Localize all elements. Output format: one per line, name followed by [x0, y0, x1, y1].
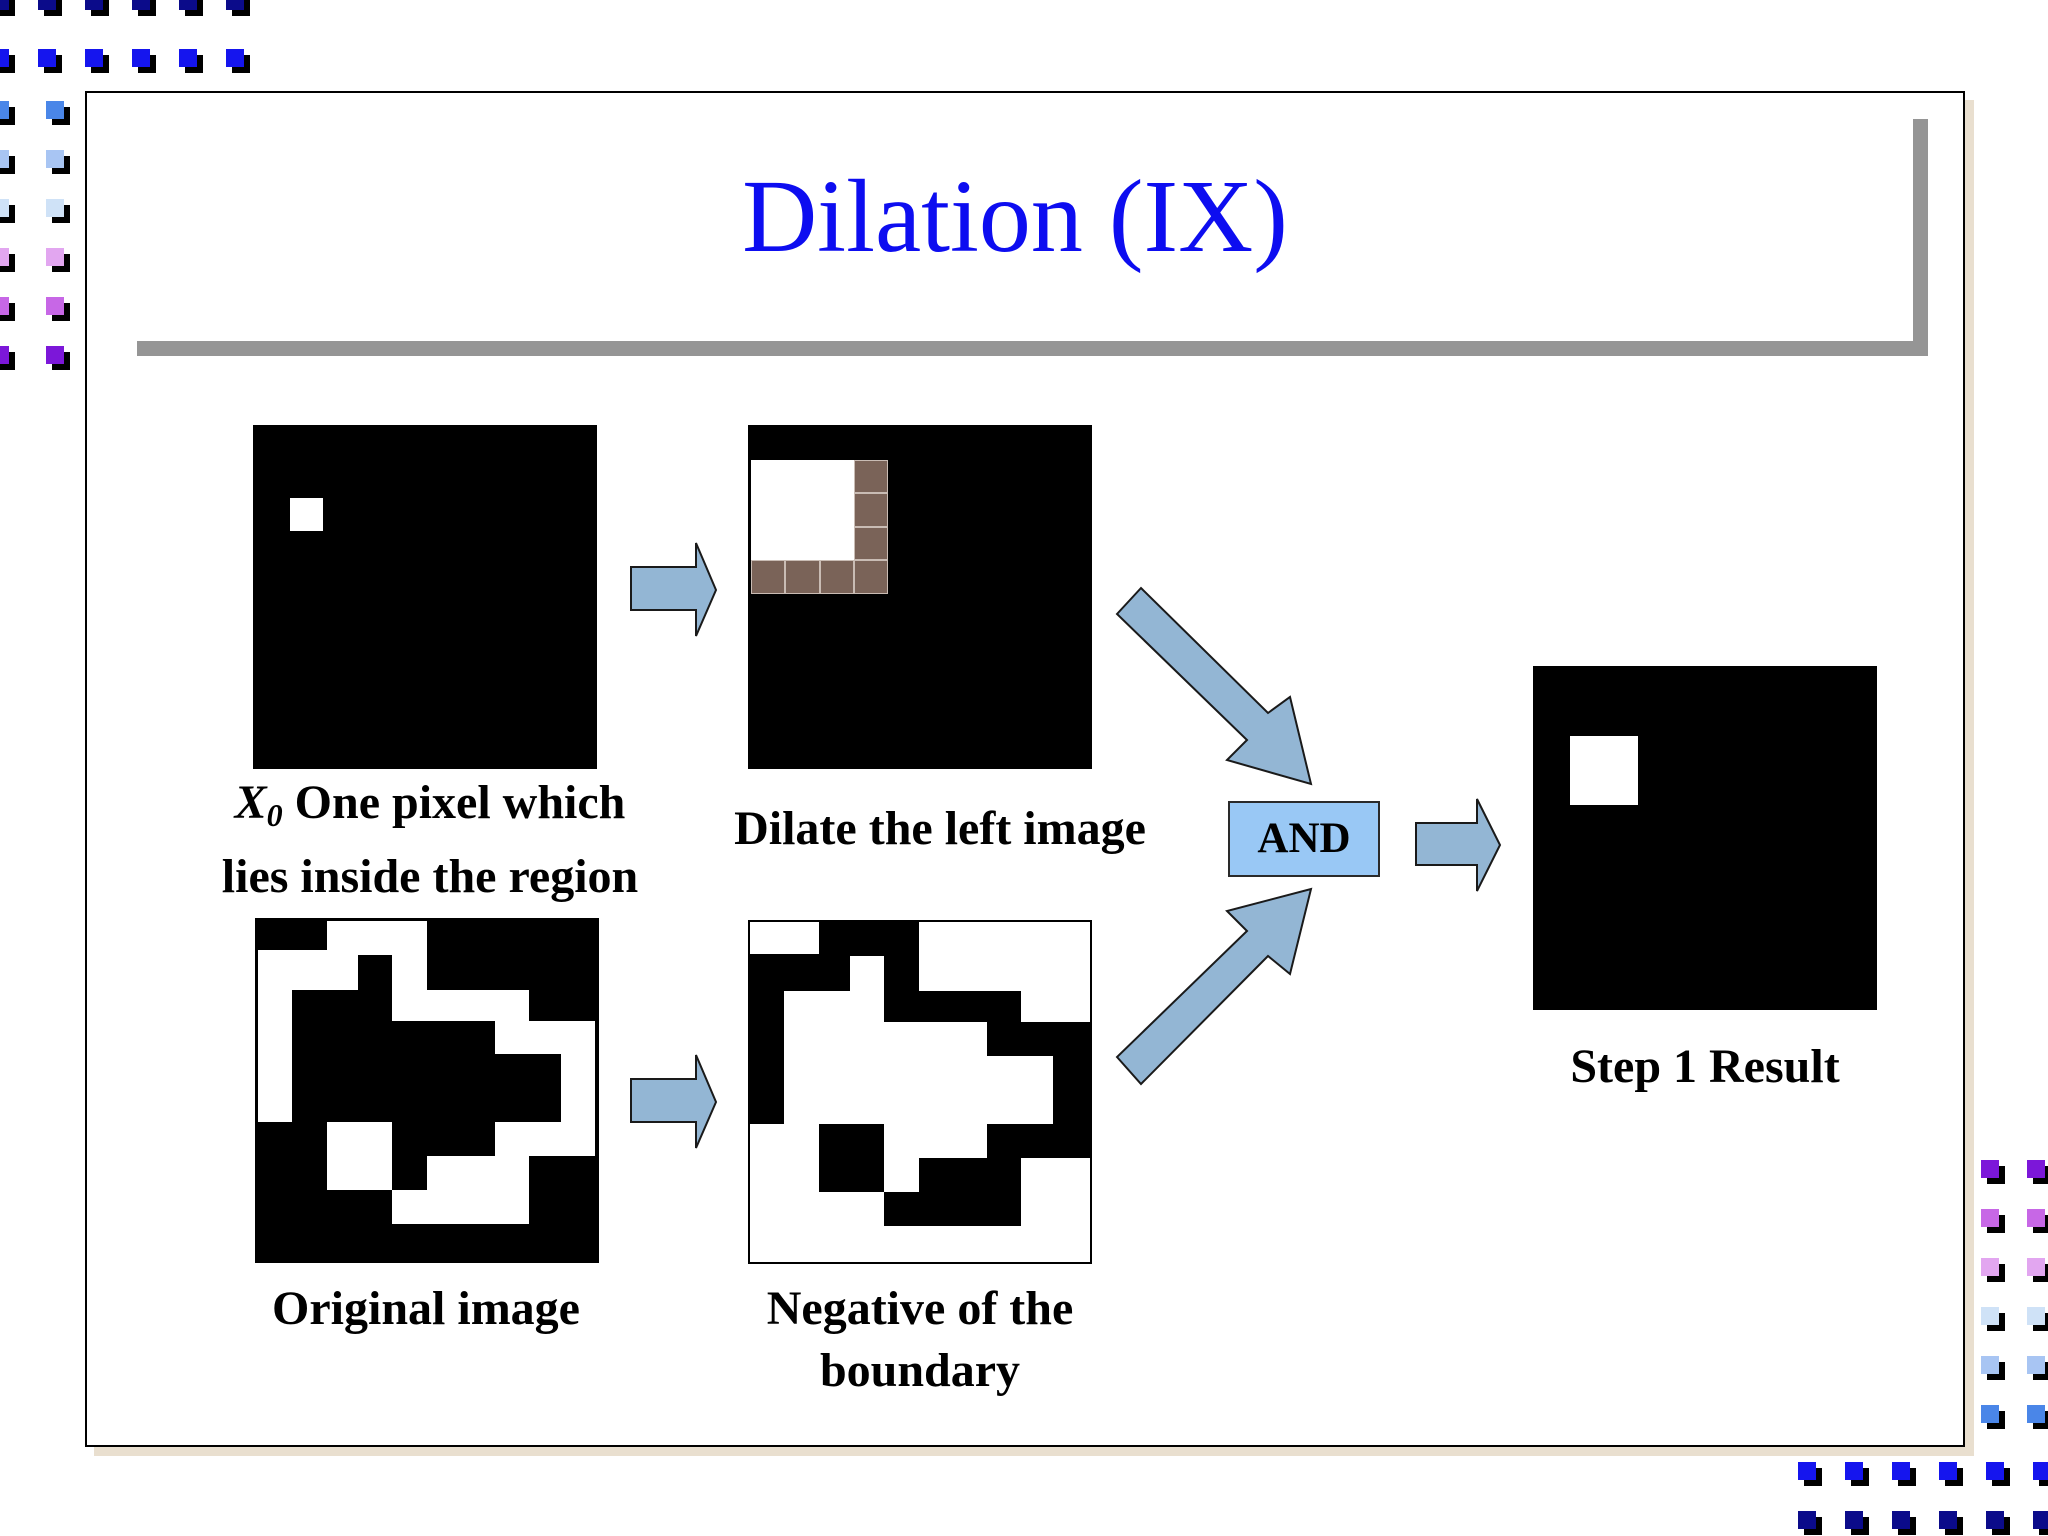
result-white-region	[1570, 736, 1638, 805]
decorative-square	[38, 49, 62, 73]
decorative-square	[2027, 1356, 2048, 1380]
and-operator-box: AND	[1228, 801, 1380, 877]
step1-result-image	[1533, 666, 1877, 1010]
x0-caption-line2: lies inside the region	[221, 850, 639, 903]
decorative-square	[2033, 1511, 2048, 1535]
decorative-square	[226, 0, 250, 16]
decorative-square	[46, 199, 70, 223]
decorative-square	[132, 0, 156, 16]
x0-caption-line1: One pixel which	[282, 776, 626, 829]
decorative-square	[2027, 1160, 2048, 1184]
decorative-square	[0, 150, 15, 174]
decorative-square	[1798, 1511, 1822, 1535]
decorative-square	[1892, 1511, 1916, 1535]
negative-caption-line1: Negative of the	[766, 1282, 1074, 1335]
decorative-square	[85, 49, 109, 73]
x0-symbol: X0	[234, 776, 283, 833]
decorative-square	[132, 49, 156, 73]
decorative-square	[0, 248, 15, 272]
negative-boundary-image	[748, 920, 1092, 1264]
arrow-diagonal-up-icon	[1115, 887, 1313, 1086]
decorative-square	[1892, 1462, 1916, 1486]
decorative-square	[1986, 1511, 2010, 1535]
decorative-square	[0, 297, 15, 321]
dilated-caption: Dilate the left image	[734, 802, 1146, 855]
decorative-square	[1939, 1511, 1963, 1535]
decorative-square	[0, 0, 15, 16]
negative-boundary-shape	[750, 922, 1090, 1262]
decorative-square	[1845, 1462, 1869, 1486]
dilated-image	[748, 425, 1092, 769]
original-caption: Original image	[272, 1282, 580, 1335]
decorative-square	[0, 199, 15, 223]
decorative-square	[46, 297, 70, 321]
decorative-square	[1798, 1462, 1822, 1486]
decorative-square	[226, 49, 250, 73]
dilation-pixel	[820, 560, 854, 594]
decorative-square	[46, 346, 70, 370]
x0-seed-pixel-image	[253, 425, 597, 769]
dilation-pixel	[854, 527, 888, 560]
decorative-square	[0, 346, 15, 370]
title-underline-rule	[137, 341, 1928, 356]
decorative-square	[85, 0, 109, 16]
dilation-pixel	[854, 460, 888, 493]
original-image-shape	[258, 921, 595, 1224]
dilated-white-region	[751, 460, 854, 560]
x0-caption: X0 One pixel which lies inside the regio…	[190, 772, 670, 908]
decorative-square	[1981, 1160, 2005, 1184]
decorative-square	[1986, 1462, 2010, 1486]
decorative-square	[2033, 1462, 2048, 1486]
decorative-square	[0, 101, 15, 125]
arrow-diagonal-down-icon	[1115, 586, 1313, 786]
decorative-square	[1981, 1356, 2005, 1380]
decorative-square	[1981, 1209, 2005, 1233]
decorative-square	[2027, 1307, 2048, 1331]
original-image	[255, 918, 599, 1263]
slide-title: Dilation (IX)	[742, 159, 1288, 274]
dilation-pixel	[751, 560, 785, 594]
arrow-right-icon	[630, 1054, 718, 1149]
decorative-square	[1981, 1258, 2005, 1282]
seed-pixel	[290, 498, 323, 531]
arrow-right-icon	[630, 542, 718, 637]
negative-caption: Negative of the boundary	[680, 1278, 1160, 1402]
dilation-pixel	[854, 493, 888, 527]
dilation-pixel	[854, 560, 888, 594]
decorative-square	[2027, 1258, 2048, 1282]
decorative-square	[1981, 1307, 2005, 1331]
decorative-square	[179, 0, 203, 16]
decorative-square	[2027, 1405, 2048, 1429]
negative-caption-line2: boundary	[819, 1344, 1021, 1397]
decorative-square	[1845, 1511, 1869, 1535]
dilation-pixel	[785, 560, 820, 594]
decorative-square	[38, 0, 62, 16]
decorative-square	[0, 49, 15, 73]
result-caption: Step 1 Result	[1570, 1040, 1840, 1093]
decorative-square	[1939, 1462, 1963, 1486]
decorative-square	[179, 49, 203, 73]
decorative-square	[46, 248, 70, 272]
decorative-square	[1981, 1405, 2005, 1429]
title-side-rule	[1913, 119, 1928, 356]
decorative-square	[46, 101, 70, 125]
decorative-square	[2027, 1209, 2048, 1233]
arrow-right-icon	[1415, 798, 1502, 892]
decorative-square	[46, 150, 70, 174]
